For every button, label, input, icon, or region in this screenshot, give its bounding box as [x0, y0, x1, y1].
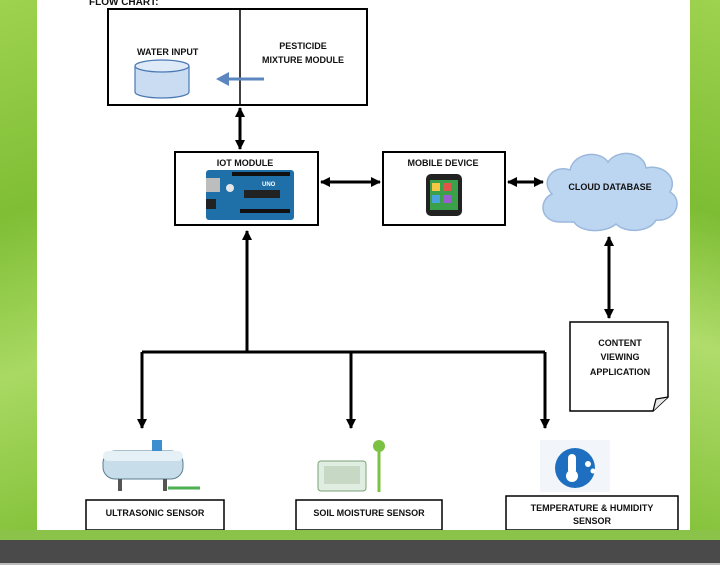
- cloud-database-label: CLOUD DATABASE: [568, 182, 651, 192]
- iot-module-box: IOT MODULE UNO: [174, 151, 319, 226]
- pesticide-label-line2: MIXTURE MODULE: [262, 55, 344, 65]
- water-pesticide-box: WATER INPUT PESTICIDE MIXTURE MODULE: [107, 8, 368, 106]
- temperature-humidity-sensor-box: TEMPERATURE & HUMIDITY SENSOR: [505, 495, 679, 531]
- ultrasonic-tank-icon: [102, 440, 200, 491]
- background-right-panel: [690, 0, 720, 530]
- iot-module-label: IOT MODULE: [217, 158, 274, 168]
- footer-accent-bar: [0, 530, 720, 540]
- sensor-bus-connector: [137, 230, 550, 429]
- soil-moisture-sensor-box: SOIL MOISTURE SENSOR: [295, 499, 443, 531]
- temperature-humidity-icon: [540, 440, 610, 492]
- mixing-arrow-icon: [216, 72, 264, 86]
- pesticide-label-line1: PESTICIDE: [279, 41, 327, 51]
- cloud-database-shape: CLOUD DATABASE: [542, 152, 678, 232]
- slide-canvas: FLOW CHART: WATER INPUT PESTICIDE MIXTUR…: [37, 0, 690, 531]
- background-left-panel: [0, 0, 37, 530]
- flow-chart-diagram: FLOW CHART: WATER INPUT PESTICIDE MIXTUR…: [85, 0, 679, 531]
- flow-chart-title: FLOW CHART:: [89, 0, 158, 8]
- ultrasonic-sensor-label: ULTRASONIC SENSOR: [106, 508, 205, 518]
- ultrasonic-sensor-box: ULTRASONIC SENSOR: [85, 499, 225, 531]
- content-label-line1: CONTENT: [598, 338, 642, 348]
- mobile-device-box: MOBILE DEVICE: [382, 151, 506, 226]
- temperature-humidity-label-line1: TEMPERATURE & HUMIDITY: [531, 503, 654, 513]
- svg-text:UNO: UNO: [262, 182, 276, 188]
- smartphone-icon: [426, 174, 462, 216]
- temperature-humidity-label-line2: SENSOR: [573, 516, 612, 526]
- arduino-board-icon: UNO: [206, 170, 294, 220]
- footer-dark-bar: [0, 540, 720, 565]
- content-label-line2: VIEWING: [600, 352, 639, 362]
- content-label-line3: APPLICATION: [590, 367, 650, 377]
- footer-divider-line: [0, 563, 720, 565]
- mobile-device-label: MOBILE DEVICE: [407, 158, 478, 168]
- soil-moisture-sensor-icon: [317, 440, 385, 492]
- soil-moisture-sensor-label: SOIL MOISTURE SENSOR: [313, 508, 425, 518]
- water-tank-icon: [134, 59, 190, 99]
- water-input-label: WATER INPUT: [137, 47, 199, 57]
- content-viewing-app-shape: CONTENT VIEWING APPLICATION: [569, 321, 669, 412]
